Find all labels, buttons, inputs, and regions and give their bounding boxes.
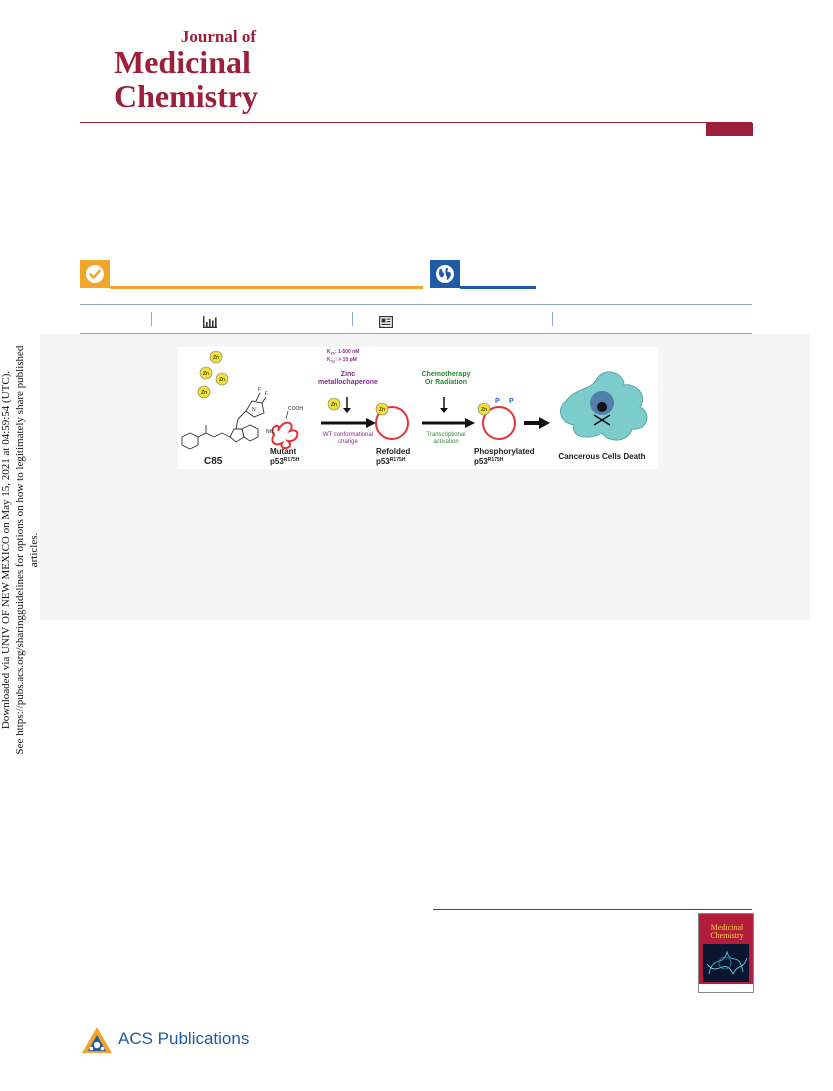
bar-chart-icon[interactable] (203, 315, 217, 333)
svg-text:Mutant: Mutant (270, 447, 297, 456)
svg-text:Chemotherapy: Chemotherapy (421, 371, 470, 378)
open-access-bar (110, 286, 423, 289)
acs-emblem-icon (82, 1027, 112, 1053)
svg-text:Transcriptional: Transcriptional (426, 432, 465, 438)
phosphorylated-p53-ring (482, 406, 516, 440)
svg-text:Zn: Zn (203, 371, 209, 377)
download-notice-line1: Downloaded via UNIV OF NEW MEXICO on May… (0, 370, 12, 730)
download-notice-line2: See https://pubs.acs.org/sharingguidelin… (14, 345, 40, 755)
svg-text:activation: activation (433, 439, 458, 445)
svg-text:Zn: Zn (201, 390, 207, 396)
svg-text:Phosphorylated: Phosphorylated (474, 447, 535, 456)
c85-structure (181, 392, 267, 450)
journal-cover-thumbnail[interactable]: Medicinal Chemistry (698, 913, 754, 993)
refolded-p53-ring (375, 406, 409, 440)
journal-logo-line3: Chemistry (114, 78, 258, 114)
cover-footer (699, 984, 753, 992)
svg-text:p53R175H: p53R175H (474, 457, 504, 466)
compound-label: C85 (204, 456, 223, 467)
svg-text:F: F (265, 391, 268, 397)
zinc-ions: Zn Zn Zn Zn (197, 350, 229, 399)
svg-text:F: F (258, 387, 261, 393)
svg-text:KCu: > 10 pM: KCu: > 10 pM (327, 357, 357, 364)
svg-text:p53R175H: p53R175H (270, 457, 300, 466)
svg-text:Refolded: Refolded (376, 447, 410, 456)
metrics-bottom-rule (80, 333, 752, 334)
metrics-separator (151, 312, 152, 326)
svg-text:Zn: Zn (379, 407, 385, 413)
svg-text:P: P (509, 398, 514, 405)
download-notice: Downloaded via UNIV OF NEW MEXICO on May… (0, 330, 40, 770)
publisher-name: ACS Publications (118, 1029, 250, 1048)
svg-text:N: N (252, 407, 256, 413)
global-access-badge[interactable] (430, 260, 460, 288)
globe-icon (436, 265, 454, 283)
metrics-separator (552, 312, 553, 326)
journal-logo-line1: Journal of (180, 27, 256, 46)
svg-text:NH2: NH2 (266, 429, 275, 436)
svg-text:Zn: Zn (331, 402, 337, 408)
metrics-separator (352, 312, 353, 326)
svg-text:P: P (495, 398, 500, 405)
svg-text:Zn: Zn (219, 377, 225, 383)
svg-text:WT conformational: WT conformational (323, 432, 373, 438)
svg-text:COOH: COOH (288, 406, 303, 412)
svg-text:Zinc: Zinc (341, 371, 355, 378)
svg-text:Cancerous Cells Death: Cancerous Cells Death (558, 452, 645, 461)
svg-text:KZn: 1-500 nM: KZn: 1-500 nM (327, 349, 359, 356)
svg-text:change: change (338, 439, 358, 445)
check-circle-icon (86, 265, 104, 283)
open-access-badge[interactable] (80, 260, 110, 288)
cover-title: Medicinal Chemistry (710, 923, 744, 940)
svg-text:Zn: Zn (213, 355, 219, 361)
mutant-p53-coil (271, 421, 299, 449)
header-rule (80, 122, 752, 123)
cover-artwork (703, 944, 749, 982)
article-type-tab (706, 123, 753, 136)
svg-text:Zn: Zn (481, 407, 487, 413)
svg-text:metallochaperone: metallochaperone (318, 379, 378, 386)
svg-text:Or Radiation: Or Radiation (425, 379, 467, 386)
article-icon[interactable] (379, 315, 394, 333)
toc-graphic[interactable]: Zn Zn Zn Zn F F N C85 COOH NH2 Mutan (178, 347, 658, 469)
journal-logo-line2: Medicinal (114, 44, 251, 80)
global-access-bar (460, 286, 536, 289)
svg-text:p53R175H: p53R175H (376, 457, 406, 466)
footer-rule (433, 909, 752, 910)
metrics-top-rule (80, 304, 752, 305)
